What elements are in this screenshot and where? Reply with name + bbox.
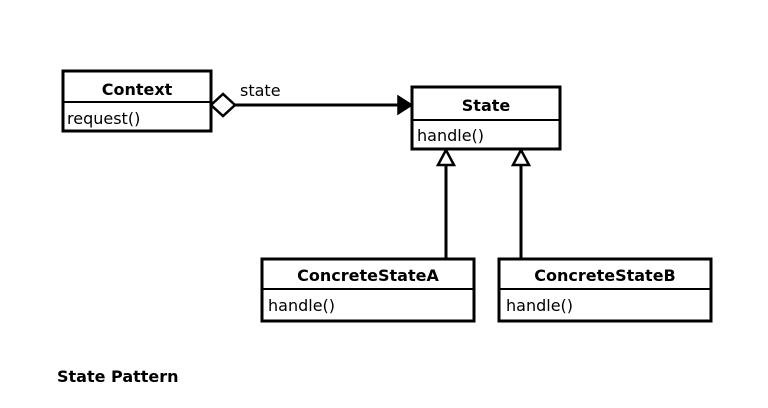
class-state-box (410, 85, 562, 151)
class-state-method: handle() (417, 126, 484, 145)
inheritance-arrow-b-icon (510, 147, 532, 167)
class-concrete-state-b: ConcreteStateB handle() (497, 257, 713, 323)
class-context: Context request() (61, 69, 213, 133)
generalization-concrete-state-a (435, 147, 457, 259)
diagram-caption: State Pattern (57, 367, 179, 386)
class-state-name: State (462, 96, 511, 115)
class-concrete-state-a-method: handle() (268, 296, 335, 315)
inheritance-arrow-a-icon (435, 147, 457, 167)
generalization-concrete-state-b (510, 147, 532, 259)
class-context-method: request() (67, 109, 140, 128)
aggregation-diamond-icon (209, 92, 237, 118)
class-concrete-state-b-name: ConcreteStateB (534, 266, 676, 285)
class-concrete-state-b-method: handle() (506, 296, 573, 315)
class-context-name: Context (102, 80, 173, 99)
class-state: State handle() (410, 85, 562, 151)
association-context-state: state (209, 81, 414, 118)
navigability-arrow-icon (397, 94, 414, 116)
association-label: state (240, 81, 281, 100)
class-concrete-state-a-name: ConcreteStateA (297, 266, 439, 285)
class-concrete-state-a: ConcreteStateA handle() (260, 257, 476, 323)
